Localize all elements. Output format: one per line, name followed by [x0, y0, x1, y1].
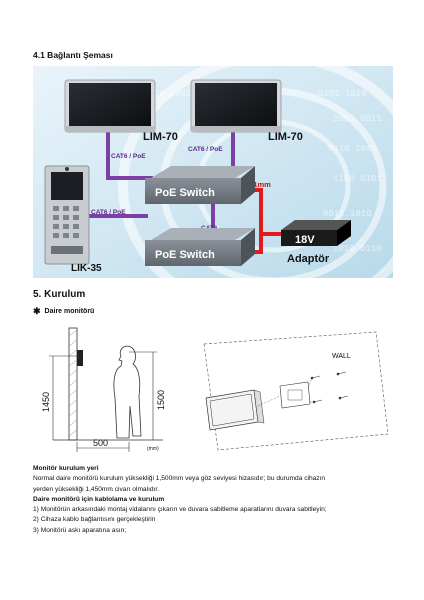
sub-heading-text: Daire monitörü — [44, 308, 95, 315]
monitor-perspective — [205, 389, 265, 431]
sub-heading: ✱ Daire monitörü — [33, 306, 95, 316]
wall-mounting-drawing: WALL — [203, 331, 389, 451]
monitor-left-label: LIM-70 — [143, 131, 178, 143]
binary-pattern: 0101 1010 1001 0011 0110 1001 1100 0101 … — [143, 89, 382, 254]
monitor-on-wall — [77, 350, 83, 366]
svg-text:0110 1001: 0110 1001 — [143, 89, 192, 99]
mounting-bracket — [279, 381, 311, 409]
guide-lines — [257, 377, 314, 407]
step-2: 2) Cihaza kablo bağlantısını gerçekleşti… — [33, 516, 156, 524]
unit-label: (mm) — [147, 446, 159, 452]
poe-switch-top — [145, 166, 255, 204]
dim-500-line — [76, 442, 130, 452]
cable-right-label: CAT6 / PoE — [188, 146, 223, 153]
adapter-voltage: 18V — [295, 234, 315, 246]
step-1: 1) Monitörün arkasındaki montaj vidaları… — [33, 506, 327, 514]
wall-hatch — [68, 329, 78, 437]
person-outline — [113, 345, 142, 439]
dim-1500-line — [129, 351, 157, 440]
dim-1450: 1450 — [41, 392, 51, 412]
heading-wiring: Daire monitörü için kablolama ve kurulum — [33, 495, 165, 503]
switch-top-label: PoE Switch — [155, 187, 215, 199]
dim-1450-line — [49, 355, 77, 440]
svg-text:1001 0011: 1001 0011 — [333, 114, 382, 124]
door-panel — [44, 165, 90, 265]
connection-diagram: 0101 1010 1001 0011 0110 1001 1100 0101 … — [33, 66, 393, 278]
step-3: 3) Monitörü askı aparatına asın; — [33, 526, 127, 534]
svg-text:0101 1010: 0101 1010 — [318, 89, 367, 99]
heading-install-location: Monitör kurulum yeri — [33, 465, 99, 472]
cable-left-label: CAT6 / PoE — [111, 153, 146, 160]
cable-panel-label: CAT6 / PoE — [91, 209, 126, 216]
dim-1500: 1500 — [156, 390, 166, 410]
svg-text:0110 1001: 0110 1001 — [328, 144, 377, 154]
switch-bottom-label: PoE Switch — [155, 249, 215, 261]
wall-label: WALL — [332, 353, 351, 360]
monitor-left — [64, 79, 156, 133]
installation-text: Monitör kurulum yeri Normal daire monitö… — [33, 464, 398, 536]
cable-power-label: 2x1mm — [245, 180, 271, 189]
svg-text:1100 0101: 1100 0101 — [333, 174, 382, 184]
adapter-label: Adaptör — [287, 253, 330, 265]
monitor-right-label: LIM-70 — [268, 131, 303, 143]
paragraph-line-2: yerden yüksekliği 1,450mm civarı olmalıd… — [33, 485, 160, 493]
power-adapter — [281, 220, 351, 246]
monitor-right — [190, 79, 282, 133]
svg-text:0011 1010: 0011 1010 — [323, 209, 372, 219]
section-5-heading: 5. Kurulum — [33, 289, 86, 300]
svg-text:1010 0110: 1010 0110 — [333, 244, 382, 254]
paragraph-line-1: Normal daire monitörü kurulum yüksekliği… — [33, 475, 326, 483]
asterisk-bullet-icon: ✱ — [33, 306, 41, 316]
screws — [310, 371, 349, 404]
mounting-height-drawing: 1450 1500 500 (mm) — [41, 327, 166, 452]
wall-outline — [203, 331, 389, 451]
poe-switch-bottom — [145, 228, 255, 266]
section-heading: 4.1 Bağlantı Şeması — [33, 50, 113, 60]
dim-500: 500 — [93, 438, 108, 448]
panel-label: LIK-35 — [71, 263, 102, 274]
